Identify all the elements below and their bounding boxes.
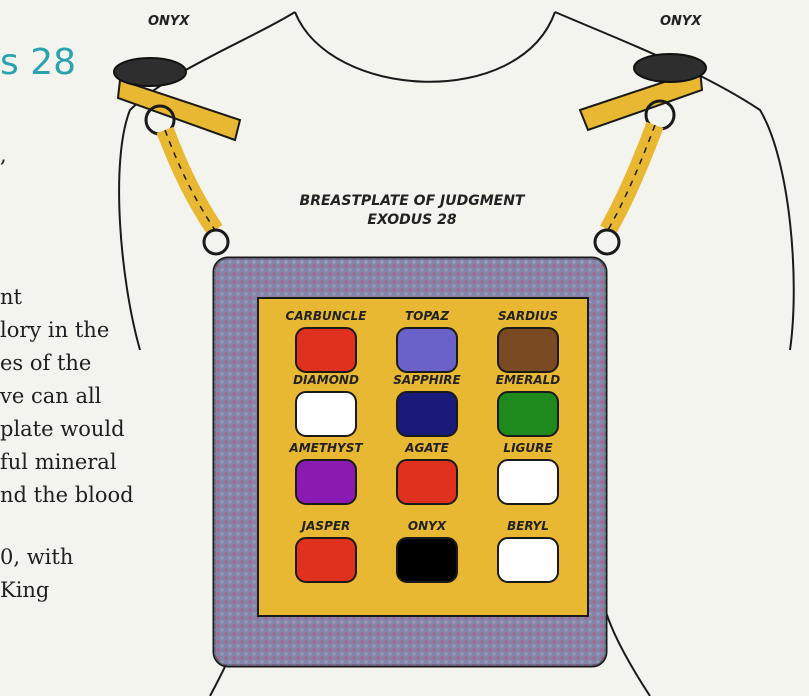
gemstone xyxy=(498,460,558,504)
stone-label: LIGURE xyxy=(503,441,553,455)
gemstone xyxy=(296,538,356,582)
gemstone xyxy=(296,392,356,436)
stone-label: EMERALD xyxy=(496,373,561,387)
gemstone xyxy=(296,328,356,372)
breastplate-title: BREASTPLATE OF JUDGMENT xyxy=(300,193,526,209)
gemstone xyxy=(397,460,457,504)
onyx-label-left: ONYX xyxy=(148,14,190,29)
stone-label: TOPAZ xyxy=(405,309,449,323)
stone-label: BERYL xyxy=(507,519,549,533)
gemstone xyxy=(498,328,558,372)
gemstone xyxy=(296,460,356,504)
stone-label: SARDIUS xyxy=(498,309,558,323)
stone-label: AGATE xyxy=(404,441,449,455)
stone-label: DIAMOND xyxy=(293,373,359,387)
breastplate-subtitle: EXODUS 28 xyxy=(367,212,456,228)
gemstone xyxy=(498,392,558,436)
stone-label: JASPER xyxy=(300,519,351,533)
gemstone xyxy=(397,328,457,372)
stone-label: AMETHYST xyxy=(288,441,363,455)
right-shoulder-strap xyxy=(580,54,706,254)
gemstone xyxy=(397,392,457,436)
left-shoulder-strap xyxy=(114,58,240,254)
stone-label: SAPPHIRE xyxy=(393,373,461,387)
gemstone xyxy=(498,538,558,582)
stone-label: CARBUNCLE xyxy=(286,309,368,323)
stone-label: ONYX xyxy=(408,519,447,533)
gemstone xyxy=(397,538,457,582)
onyx-label-right: ONYX xyxy=(660,14,702,29)
